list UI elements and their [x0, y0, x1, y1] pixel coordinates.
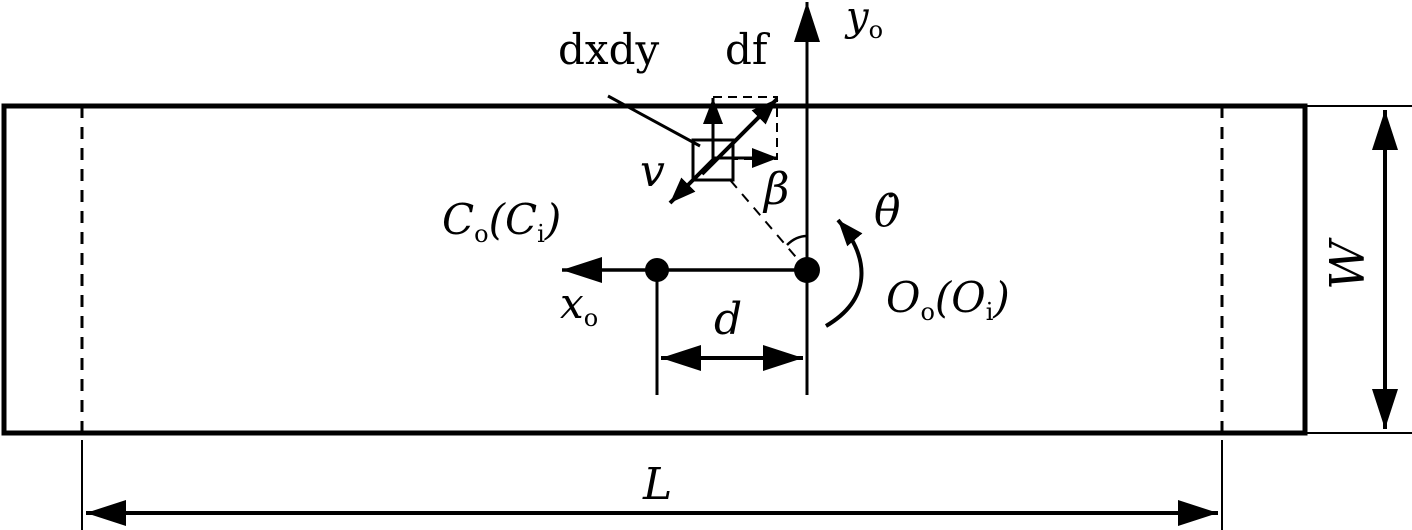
y-axis-label: yo — [844, 0, 883, 44]
contact-patch-rectangle — [1, 103, 1308, 436]
df-label: df — [725, 25, 771, 74]
l-label: L — [642, 459, 672, 510]
w-label: W — [1320, 237, 1376, 290]
beta-angle-arc — [786, 234, 808, 246]
v-label: v — [640, 146, 665, 197]
velocity-vector-arrow — [668, 158, 715, 205]
rotation-arc-arrow — [824, 218, 864, 328]
leader-line — [607, 94, 701, 148]
centroid-label: Co(Ci) — [442, 195, 561, 248]
d-label: d — [714, 294, 742, 345]
beta-label: β — [762, 164, 789, 215]
x-axis-label: xo — [560, 279, 598, 332]
df-vector-arrow — [700, 97, 779, 176]
rotation-center-label: Oo(Oi) — [886, 273, 1010, 326]
radius-dashed-line — [712, 159, 808, 271]
dxdy-label: dxdy — [558, 25, 659, 74]
centroid-point — [645, 258, 669, 282]
theta-dot-label: θ̇ — [874, 186, 901, 237]
